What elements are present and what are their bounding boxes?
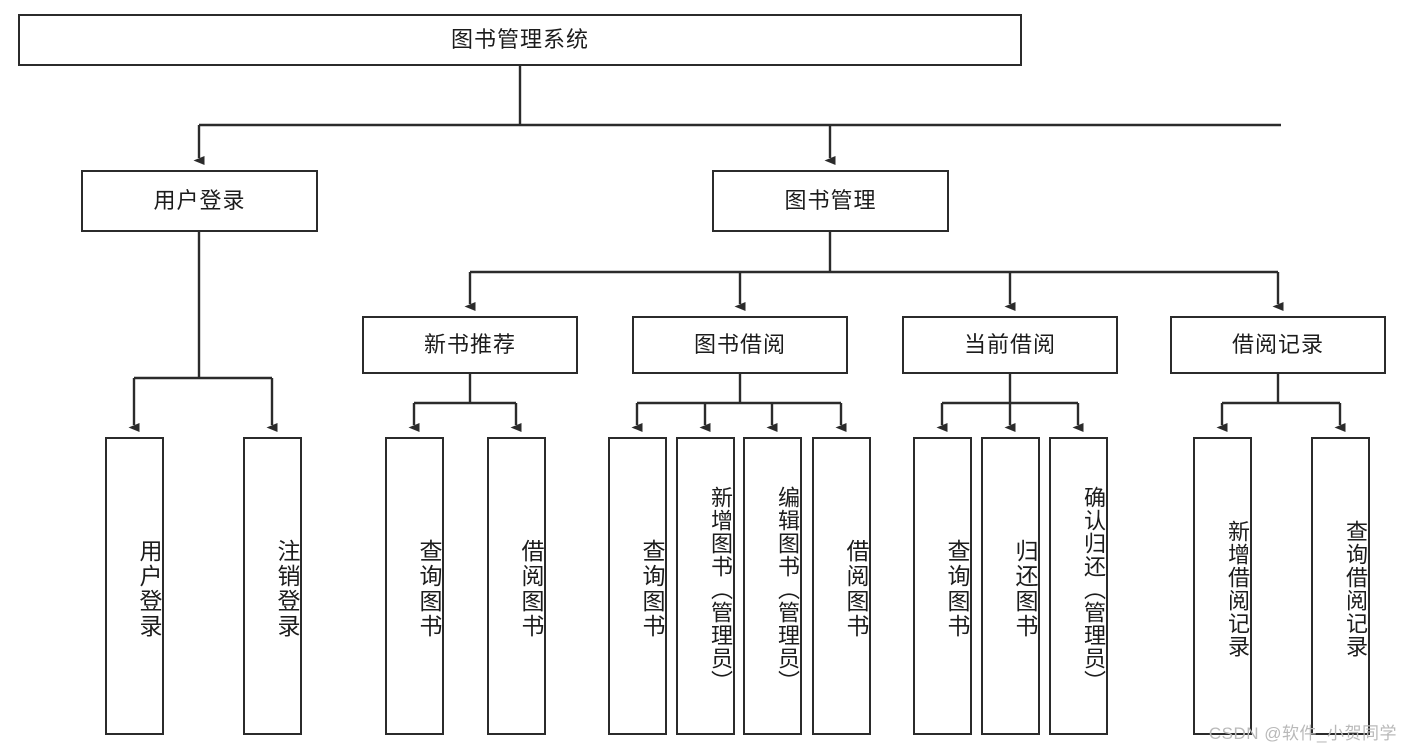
node-leaf-return-book[interactable]: 归还图书 [981, 437, 1040, 735]
node-leaf-confirm-return[interactable]: 确认归还（管理员） [1049, 437, 1108, 735]
node-leaf-add-record[interactable]: 新增借阅记录 [1193, 437, 1252, 735]
node-label: 新增图书（管理员） [708, 485, 733, 693]
node-label: 当前借阅 [963, 331, 1056, 357]
node-label: 图书管理 [784, 187, 877, 213]
node-new-book-recommend[interactable]: 新书推荐 [362, 316, 578, 374]
node-leaf-query-book-1[interactable]: 查询图书 [385, 437, 444, 735]
node-label: 查询图书 [944, 539, 970, 639]
node-label: 图书管理系统 [450, 26, 589, 52]
connector-borrowrecord-to-leaves [1216, 374, 1346, 432]
node-label: 新增借阅记录 [1225, 520, 1250, 658]
node-leaf-edit-book[interactable]: 编辑图书（管理员） [743, 437, 802, 735]
node-leaf-borrow-book-2[interactable]: 借阅图书 [812, 437, 871, 735]
node-current-borrow[interactable]: 当前借阅 [902, 316, 1118, 374]
node-leaf-query-record[interactable]: 查询借阅记录 [1311, 437, 1370, 735]
node-label: 用户登录 [136, 539, 162, 639]
node-user-login[interactable]: 用户登录 [81, 170, 318, 232]
connector-bookmanage-to-level3 [464, 232, 1284, 311]
connector-root-to-level2 [193, 66, 1281, 165]
node-label: 归还图书 [1012, 539, 1038, 639]
node-label: 编辑图书（管理员） [775, 485, 800, 693]
node-label: 确认归还（管理员） [1081, 485, 1106, 693]
node-leaf-borrow-book-1[interactable]: 借阅图书 [487, 437, 546, 735]
node-leaf-user-login[interactable]: 用户登录 [105, 437, 164, 735]
connector-newbook-to-leaves [408, 374, 522, 432]
node-label: 借阅图书 [518, 539, 544, 639]
node-book-management[interactable]: 图书管理 [712, 170, 949, 232]
node-label: 借阅记录 [1231, 331, 1324, 357]
node-leaf-query-book-3[interactable]: 查询图书 [913, 437, 972, 735]
node-leaf-query-book-2[interactable]: 查询图书 [608, 437, 667, 735]
csdn-watermark: CSDN @软件_小贺同学 [1208, 724, 1397, 743]
connector-userlogin-to-leaves [128, 232, 278, 432]
node-label: 图书借阅 [693, 331, 786, 357]
node-label: 查询图书 [639, 539, 665, 639]
node-borrow-record[interactable]: 借阅记录 [1170, 316, 1386, 374]
connector-bookborrow-to-leaves [631, 374, 847, 432]
node-label: 查询借阅记录 [1343, 520, 1368, 658]
node-label: 新书推荐 [423, 331, 516, 357]
node-book-borrow[interactable]: 图书借阅 [632, 316, 848, 374]
node-label: 查询图书 [416, 539, 442, 639]
node-leaf-add-book[interactable]: 新增图书（管理员） [676, 437, 735, 735]
connector-currentborrow-to-leaves [936, 374, 1084, 432]
node-label: 借阅图书 [843, 539, 869, 639]
node-label: 用户登录 [153, 187, 246, 213]
node-leaf-logout-login[interactable]: 注销登录 [243, 437, 302, 735]
node-label: 注销登录 [274, 539, 300, 639]
node-root-book-management-system[interactable]: 图书管理系统 [18, 14, 1022, 66]
